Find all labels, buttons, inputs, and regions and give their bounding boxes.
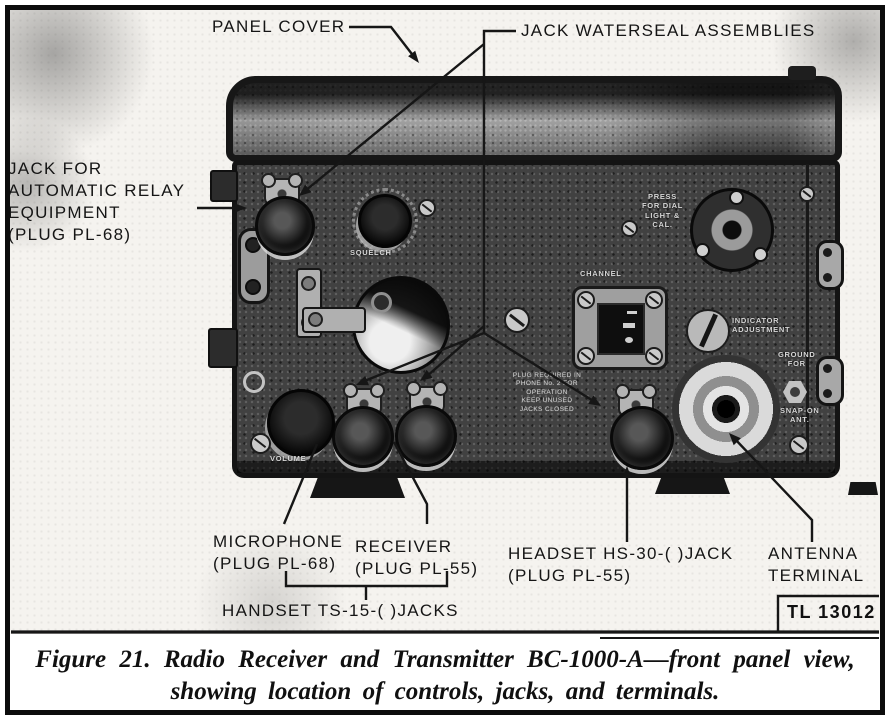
left-hinge-bottom: [208, 328, 238, 368]
knob-lock-bar: [302, 307, 366, 333]
relay-jack-label: JACK FOR AUTOMATIC RELAY EQUIPMENT (PLUG…: [8, 159, 186, 244]
microphone-label: MICROPHONE (PLUG PL-68): [213, 532, 344, 573]
right-latch-top: [816, 240, 844, 290]
screw-icon: [250, 433, 271, 454]
squelch-knob: [358, 194, 412, 248]
figure-caption-line1: Figure 21. Radio Receiver and Transmitte…: [35, 646, 855, 673]
ground-marking: GROUND FOR: [778, 350, 816, 369]
headset-jack: [610, 406, 674, 470]
ground-terminal: [783, 381, 807, 403]
cover-latch: [788, 66, 816, 80]
channel-window-plate: [572, 286, 668, 370]
relay-equipment-jack: [255, 196, 315, 256]
left-foot: [310, 478, 405, 498]
case-seam: [806, 164, 809, 464]
ring-bolt-icon: [243, 371, 265, 393]
indicator-adjustment-screw: [686, 309, 730, 353]
channel-window: [597, 303, 645, 355]
screw-icon: [645, 347, 663, 365]
handset-label: HANDSET TS-15-( )JACKS: [222, 601, 459, 620]
corner-foot: [848, 482, 878, 495]
headset-label: HEADSET HS-30-( )JACK (PLUG PL-55): [508, 544, 734, 585]
snap-ant-marking: SNAP-ON ANT.: [780, 406, 820, 425]
jack-waterseal-label: JACK WATERSEAL ASSEMBLIES: [521, 21, 816, 40]
panel-cover-label: PANEL COVER: [212, 17, 346, 36]
channel-marking: CHANNEL: [580, 269, 622, 278]
screw-icon: [577, 291, 595, 309]
microphone-jack: [332, 406, 394, 468]
panel-link-plate: [238, 228, 270, 304]
right-foot: [655, 478, 730, 494]
page-border: [5, 5, 885, 715]
right-latch-bottom: [816, 356, 844, 406]
left-hinge-top: [210, 170, 238, 202]
dial-light-marking: PRESS FOR DIAL LIGHT & CAL.: [642, 192, 684, 230]
antenna-label: ANTENNA TERMINAL: [768, 544, 865, 585]
squelch-marking: SQUELCH: [350, 248, 392, 257]
screw-icon: [645, 291, 663, 309]
figure-caption-line2: showing location of controls, jacks, and…: [170, 678, 720, 705]
screw-icon: [799, 186, 815, 202]
indicator-marking: INDICATOR ADJUSTMENT: [732, 316, 791, 335]
screw-icon: [621, 220, 638, 237]
dial-light-button: [690, 188, 774, 272]
screw-icon: [418, 199, 436, 217]
